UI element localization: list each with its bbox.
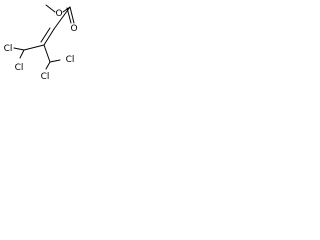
bond-carbonyl-double-a bbox=[69, 6, 75, 24]
atom-cl-lower-middle: Cl bbox=[41, 72, 50, 82]
bond-c3-left bbox=[23, 44, 45, 51]
chemical-structure: O O Cl Cl Cl Cl bbox=[4, 4, 78, 82]
bond-left-cl-lower bbox=[19, 49, 25, 59]
atom-cl-right: Cl bbox=[66, 55, 75, 65]
bond-c3-right bbox=[43, 44, 51, 63]
atom-o-ester: O bbox=[55, 9, 62, 19]
bond-right-cl-right bbox=[49, 59, 61, 63]
bond-carbonyl-alpha bbox=[53, 6, 71, 30]
atom-o-carbonyl: O bbox=[70, 24, 77, 34]
bond-right-cl-left bbox=[45, 61, 51, 70]
atom-cl-upper-left: Cl bbox=[4, 44, 13, 54]
bond-methyl-o bbox=[45, 4, 56, 13]
atom-cl-lower-left: Cl bbox=[15, 63, 24, 73]
bond-left-cl-upper bbox=[13, 47, 25, 51]
bond-cc-double-b bbox=[40, 27, 51, 43]
bond-cc-double-a bbox=[43, 28, 55, 46]
